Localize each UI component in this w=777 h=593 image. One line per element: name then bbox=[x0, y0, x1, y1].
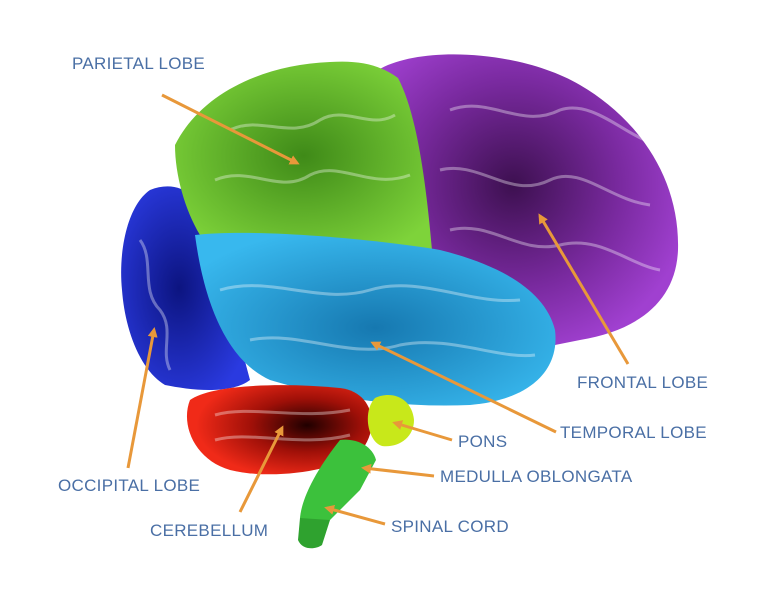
arrow-temporal bbox=[370, 341, 557, 434]
label-pons: PONS bbox=[458, 432, 508, 451]
arrow-cerebellum bbox=[238, 425, 284, 513]
gyri-texture bbox=[138, 104, 661, 442]
arrow-parietal bbox=[161, 93, 300, 165]
spinal-cord bbox=[298, 518, 330, 549]
label-cerebellum: CEREBELLUM bbox=[150, 521, 269, 540]
label-parietal-lobe: PARIETAL LOBE bbox=[72, 54, 206, 73]
label-medulla-oblongata: MEDULLA OBLONGATA bbox=[440, 467, 633, 486]
temporal-lobe bbox=[195, 232, 556, 406]
frontal-lobe bbox=[378, 54, 679, 345]
pons bbox=[367, 394, 414, 447]
arrow-frontal bbox=[538, 213, 630, 365]
label-occipital-lobe: OCCIPITAL LOBE bbox=[58, 476, 201, 495]
arrow-medulla bbox=[361, 463, 435, 478]
arrow-occipital bbox=[126, 327, 158, 469]
label-temporal-lobe: TEMPORAL LOBE bbox=[560, 423, 707, 442]
arrow-pons bbox=[392, 420, 453, 442]
label-spinal-cord: SPINAL CORD bbox=[391, 517, 509, 536]
label-frontal-lobe: FRONTAL LOBE bbox=[577, 373, 709, 392]
medulla-oblongata bbox=[300, 439, 376, 528]
parietal-lobe bbox=[175, 61, 432, 251]
arrow-spinal bbox=[324, 505, 386, 526]
leader-arrows bbox=[126, 93, 630, 526]
